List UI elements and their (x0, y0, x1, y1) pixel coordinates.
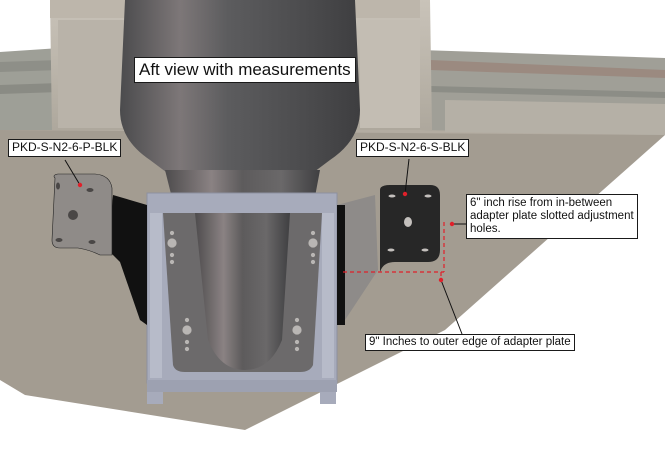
starboard-bracket-label: PKD-S-N2-6-S-BLK (356, 139, 470, 157)
diagram-title: Aft view with measurements (134, 57, 356, 83)
dimension-lines (343, 222, 445, 280)
port-adapter-bracket (51, 173, 147, 325)
outboard-motor-cowling (120, 0, 360, 175)
rise-measurement-label: 6" inch rise from in-between adapter pla… (466, 194, 638, 239)
jack-plate (146, 192, 338, 404)
starboard-adapter-bracket (337, 185, 440, 325)
port-bracket-label: PKD-S-N2-6-P-BLK (8, 139, 122, 157)
leader-lines (64, 158, 466, 335)
outer-edge-measurement-label: 9" Inches to outer edge of adapter plate (365, 334, 575, 352)
leader-dots (77, 182, 455, 283)
